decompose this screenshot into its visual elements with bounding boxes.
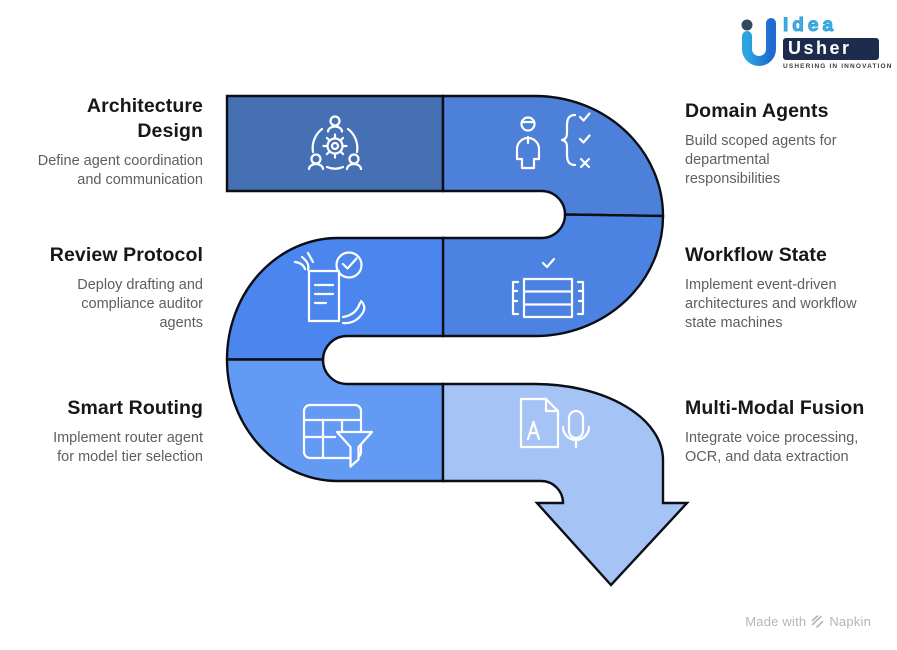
stage-description: Implement event-driven architectures and… <box>685 277 857 331</box>
stage-1-label-block: Architecture Design Define agent coordin… <box>38 94 203 190</box>
stage-title: Review Protocol <box>49 244 203 266</box>
document-voice-ocr-icon <box>519 397 591 449</box>
idea-usher-u-logo-mark <box>741 18 776 66</box>
stage-description: Build scoped agents for departmental res… <box>685 133 837 187</box>
napkin-logo-icon <box>812 615 824 628</box>
state-table-check-icon <box>511 257 585 319</box>
document-review-hands-icon <box>293 251 366 325</box>
stage-4-shape <box>441 213 665 338</box>
stage-4-label-block: Workflow State Implement event-driven ar… <box>685 243 885 333</box>
logo-usher-text: Usher <box>783 38 879 60</box>
stage-5-label-block: Smart Routing Implement router agent for… <box>3 396 203 467</box>
made-with-napkin-credit: Made with Napkin <box>745 614 871 629</box>
stage-title: Multi-Modal Fusion <box>685 397 865 419</box>
stage-title: Workflow State <box>685 244 827 266</box>
team-coordination-gear-icon <box>307 115 363 171</box>
stage-2-shape <box>441 94 665 218</box>
stage-title: Domain Agents <box>685 100 829 122</box>
stage-title: Architecture Design <box>86 95 203 142</box>
stage-description: Implement router agent for model tier se… <box>53 430 203 465</box>
logo-tagline: USHERING IN INNOVATION <box>783 63 893 70</box>
stage-2-label-block: Domain Agents Build scoped agents for de… <box>685 99 885 189</box>
stage-description: Integrate voice processing, OCR, and dat… <box>685 430 859 465</box>
napkin-brand-text: Napkin <box>829 614 871 629</box>
stage-3-label-block: Review Protocol Deploy drafting and comp… <box>3 243 203 333</box>
stage-description: Deploy drafting and compliance auditor a… <box>77 277 203 331</box>
table-filter-funnel-icon <box>302 403 374 468</box>
stage-6-arrow-shape <box>441 382 690 587</box>
agent-person-checklist-icon <box>515 112 591 170</box>
idea-usher-logo: Idea Usher USHERING IN INNOVATION <box>737 15 891 76</box>
stage-description: Define agent coordination and communicat… <box>37 153 203 188</box>
stage-3-shape <box>225 236 445 361</box>
logo-idea-text: Idea <box>783 15 838 36</box>
stage-6-label-block: Multi-Modal Fusion Integrate voice proce… <box>685 396 890 467</box>
stage-title: Smart Routing <box>67 397 203 419</box>
made-with-text: Made with <box>745 614 807 629</box>
